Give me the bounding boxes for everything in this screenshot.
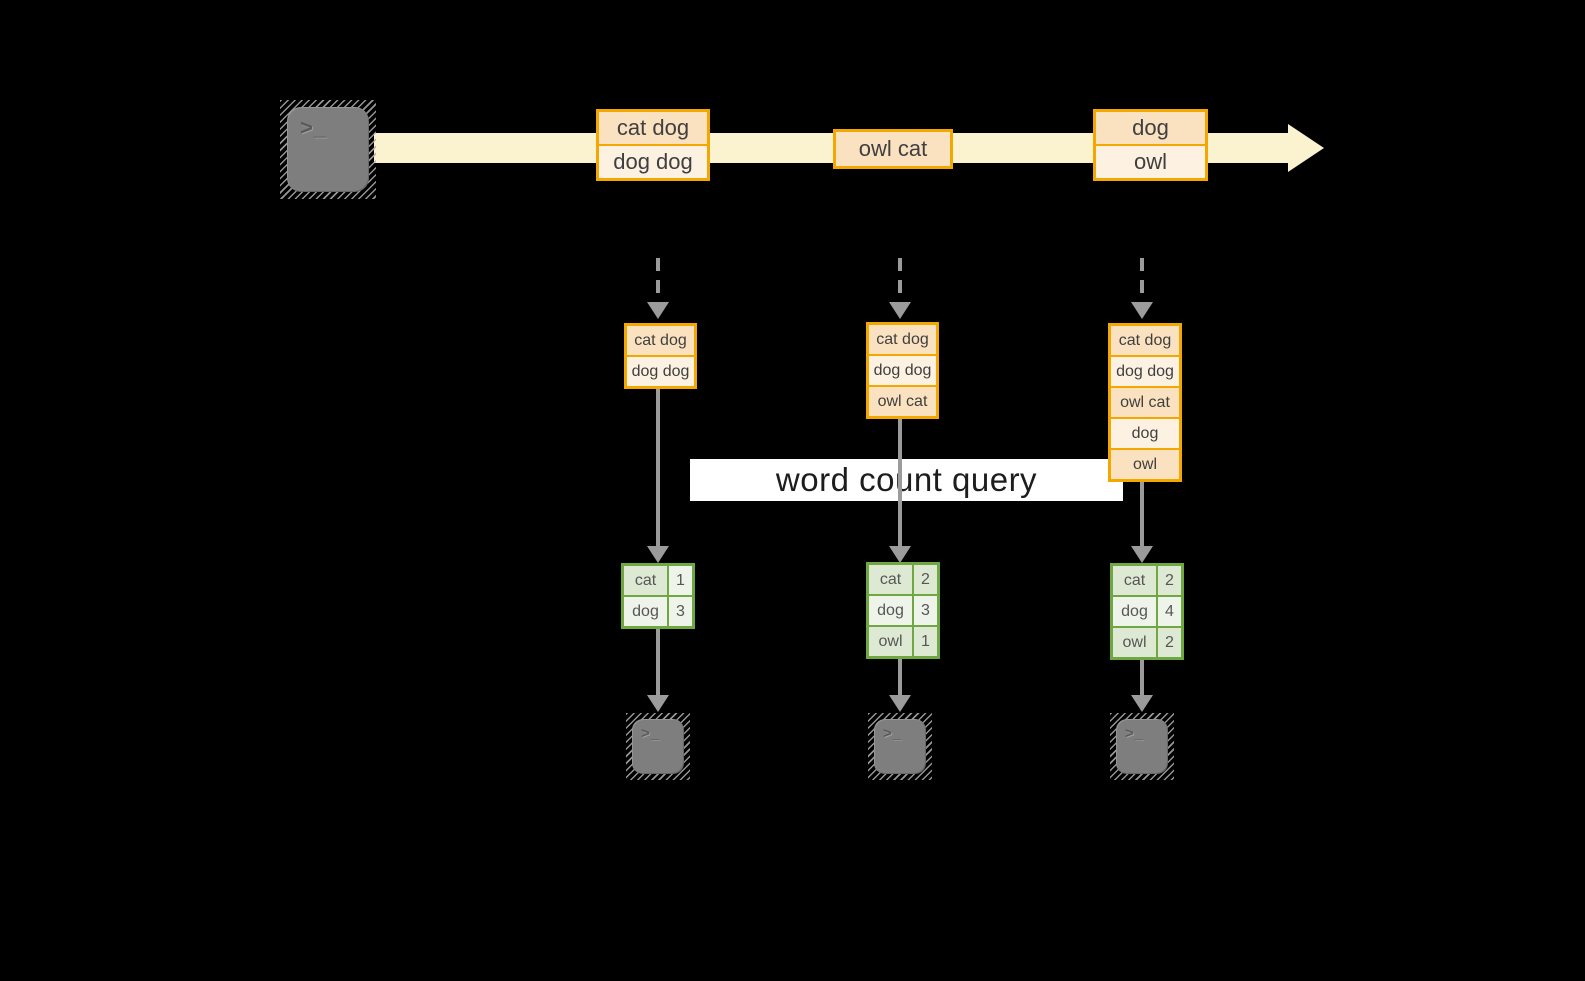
dashed-arrow bbox=[898, 258, 902, 304]
output-terminal-icon-3: >_ bbox=[1110, 713, 1174, 780]
buffered-record: owl cat bbox=[869, 387, 936, 416]
count-cell: 2 bbox=[1158, 628, 1181, 657]
terminal-body: >_ bbox=[1116, 719, 1168, 774]
terminal-body: >_ bbox=[287, 107, 369, 192]
query-label-text: word count query bbox=[775, 461, 1038, 498]
buffered-record: cat dog bbox=[869, 325, 936, 354]
buffered-record: owl bbox=[1111, 450, 1179, 479]
word-cell: cat bbox=[624, 566, 667, 595]
word-cell: owl bbox=[869, 627, 912, 656]
flow-line bbox=[656, 629, 660, 695]
buffered-record: dog bbox=[1111, 419, 1179, 448]
arrow-head-icon bbox=[647, 546, 669, 563]
output-terminal-icon-2: >_ bbox=[868, 713, 932, 780]
source-terminal-icon: >_ bbox=[280, 100, 376, 199]
count-cell: 2 bbox=[914, 565, 937, 594]
stream-record: dog bbox=[1096, 112, 1205, 144]
arrow-head-icon bbox=[647, 695, 669, 712]
word-count-table-1: cat 1 dog 3 bbox=[621, 563, 695, 629]
flow-line bbox=[898, 418, 902, 546]
buffer-stack-1: cat dog dog dog bbox=[624, 323, 697, 389]
buffer-stack-2: cat dog dog dog owl cat bbox=[866, 322, 939, 419]
buffered-record: owl cat bbox=[1111, 388, 1179, 417]
arrow-head-icon bbox=[1131, 695, 1153, 712]
output-terminal-icon-1: >_ bbox=[626, 713, 690, 780]
count-cell: 3 bbox=[669, 597, 692, 626]
stream-record: dog dog bbox=[599, 146, 707, 178]
word-cell: cat bbox=[1113, 566, 1156, 595]
stream-arrowhead-icon bbox=[1288, 124, 1324, 172]
buffered-record: cat dog bbox=[1111, 326, 1179, 355]
word-cell: cat bbox=[869, 565, 912, 594]
stream-batch-2: owl cat bbox=[833, 129, 953, 169]
flow-line bbox=[1140, 482, 1144, 546]
terminal-prompt-glyph: >_ bbox=[1125, 725, 1145, 742]
terminal-prompt-glyph: >_ bbox=[300, 115, 328, 140]
buffered-record: cat dog bbox=[627, 326, 694, 355]
count-cell: 2 bbox=[1158, 566, 1181, 595]
count-cell: 1 bbox=[669, 566, 692, 595]
arrow-head-icon bbox=[1131, 546, 1153, 563]
stream-batch-1: cat dog dog dog bbox=[596, 109, 710, 181]
terminal-body: >_ bbox=[632, 719, 684, 774]
arrow-head-icon bbox=[889, 695, 911, 712]
terminal-prompt-glyph: >_ bbox=[883, 725, 903, 742]
word-count-table-2: cat 2 dog 3 owl 1 bbox=[866, 562, 940, 659]
word-cell: dog bbox=[624, 597, 667, 626]
arrow-head-icon bbox=[647, 302, 669, 319]
word-count-table-3: cat 2 dog 4 owl 2 bbox=[1110, 563, 1184, 660]
buffer-stack-3: cat dog dog dog owl cat dog owl bbox=[1108, 323, 1182, 482]
arrow-head-icon bbox=[889, 546, 911, 563]
arrow-head-icon bbox=[889, 302, 911, 319]
terminal-prompt-glyph: >_ bbox=[641, 725, 661, 742]
terminal-body: >_ bbox=[874, 719, 926, 774]
arrow-head-icon bbox=[1131, 302, 1153, 319]
word-cell: owl bbox=[1113, 628, 1156, 657]
stream-record: cat dog bbox=[599, 112, 707, 144]
word-cell: dog bbox=[1113, 597, 1156, 626]
stream-record: owl bbox=[1096, 146, 1205, 178]
count-cell: 1 bbox=[914, 627, 937, 656]
buffered-record: dog dog bbox=[627, 357, 694, 386]
stream-batch-3: dog owl bbox=[1093, 109, 1208, 181]
stream-record: owl cat bbox=[836, 132, 950, 166]
dashed-arrow bbox=[1140, 258, 1144, 304]
count-cell: 3 bbox=[914, 596, 937, 625]
buffered-record: dog dog bbox=[1111, 357, 1179, 386]
query-label: word count query bbox=[690, 459, 1123, 501]
flow-line bbox=[898, 659, 902, 695]
word-cell: dog bbox=[869, 596, 912, 625]
flow-line bbox=[1140, 660, 1144, 695]
dashed-arrow bbox=[656, 258, 660, 304]
flow-line bbox=[656, 388, 660, 546]
count-cell: 4 bbox=[1158, 597, 1181, 626]
buffered-record: dog dog bbox=[869, 356, 936, 385]
